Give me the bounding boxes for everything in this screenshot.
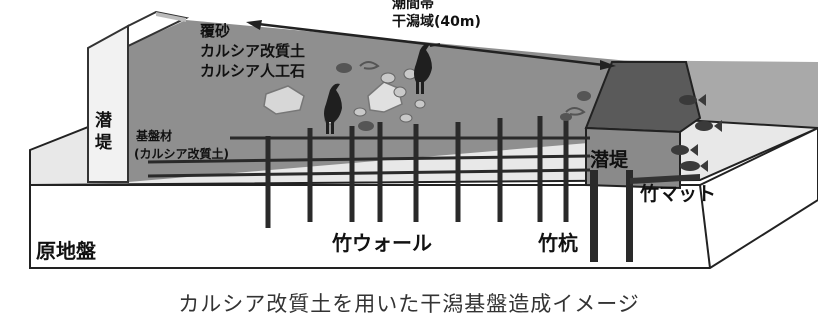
label-submerged-levee-left-2: 堤 bbox=[95, 133, 113, 153]
diagram-caption: カルシア改質土を用いた干潟基盤造成イメージ bbox=[178, 292, 640, 316]
ground-front-edge bbox=[699, 184, 711, 269]
label-calcia-stone: カルシア人工石 bbox=[200, 62, 305, 80]
label-original-ground: 原地盤 bbox=[36, 239, 97, 263]
label-bamboo-wall: 竹ウォール bbox=[331, 231, 432, 255]
calcia-stone-left bbox=[263, 85, 305, 115]
heron-right bbox=[414, 43, 441, 94]
heron-left bbox=[324, 83, 342, 134]
label-tidal-zone-width: 干潟域(40m) bbox=[392, 13, 481, 30]
left-submerged-levee-back bbox=[156, 12, 186, 22]
right-submerged-levee-front bbox=[585, 126, 681, 190]
label-bamboo-pile: 竹杭 bbox=[537, 231, 578, 255]
bamboo-piles bbox=[590, 170, 633, 262]
label-calcia-soil: カルシア改質土 bbox=[200, 42, 305, 60]
label-submerged-levee-right: 潜堤 bbox=[590, 148, 629, 171]
shrimp-icons bbox=[359, 61, 586, 116]
tidal-zone-arrow bbox=[249, 21, 613, 68]
label-cover-sand: 覆砂 bbox=[200, 22, 230, 40]
label-base-material: 基盤材 bbox=[135, 128, 172, 143]
clam-shells bbox=[324, 68, 426, 125]
label-submerged-levee-left-1: 潜 bbox=[95, 110, 113, 131]
label-base-material-detail: (カルシア改質土) bbox=[134, 146, 229, 161]
label-tidal-zone-top: 潮間帯 bbox=[392, 0, 434, 12]
bamboo-wall-rails bbox=[147, 136, 591, 178]
bamboo-mat bbox=[630, 174, 700, 184]
tidal-zone-arrow-head-left bbox=[246, 20, 262, 30]
label-bamboo-mat: 竹マット bbox=[639, 182, 716, 205]
fish-icons bbox=[671, 94, 722, 172]
tidal-zone-arrow-head-right bbox=[600, 60, 616, 70]
left-submerged-levee-front bbox=[87, 24, 129, 183]
crab-icons bbox=[336, 63, 591, 131]
